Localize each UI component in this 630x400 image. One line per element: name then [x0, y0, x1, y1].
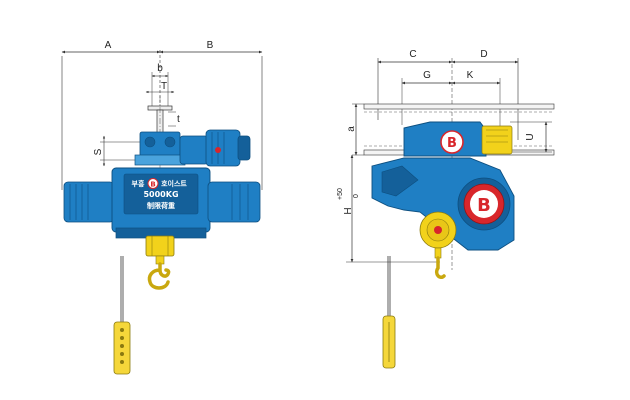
- hook-block: [145, 235, 175, 290]
- front-view: A B b T t S: [61, 40, 263, 375]
- dimension-U: U: [510, 121, 552, 153]
- dimension-G: G: [401, 70, 453, 125]
- nameplate-logo-letter: B: [150, 181, 155, 189]
- dim-A-label: A: [105, 40, 112, 51]
- nameplate-rated-load: 制限荷重: [147, 201, 175, 210]
- hook-icon: [147, 262, 171, 290]
- side-hook-icon: [434, 256, 446, 280]
- dimension-A: A: [61, 40, 161, 190]
- dim-G-label: G: [423, 70, 431, 81]
- dim-S-label: S: [93, 148, 104, 155]
- nameplate-brand-right: 호이스트: [161, 179, 187, 188]
- trolley-logo-letter: B: [447, 136, 457, 151]
- dimension-t: t: [168, 111, 180, 127]
- travel-motor: [179, 129, 251, 167]
- dim-b-label: b: [157, 63, 163, 74]
- dim-C-label: C: [409, 49, 416, 60]
- dim-B-label: B: [207, 40, 214, 51]
- nameplate-logo-icon: [147, 178, 159, 189]
- dim-D-label: D: [480, 49, 487, 60]
- side-pendant-control: [382, 256, 396, 369]
- dim-H-label: H: [343, 207, 354, 214]
- trolley-logo-icon: [440, 130, 464, 154]
- dimension-a: a: [346, 103, 364, 156]
- dim-T-label: T: [161, 81, 167, 92]
- side-view: C D G K a: [337, 49, 555, 369]
- pendant-control: [113, 256, 131, 375]
- nameplate-capacity: 5000KG: [143, 190, 178, 199]
- dimension-K: K: [451, 70, 501, 130]
- hoist-logo-letter: B: [477, 195, 491, 216]
- nameplate: 부흥 B 호이스트 5000KG 制限荷重: [123, 173, 199, 215]
- dimension-H: H +50 0: [337, 154, 440, 263]
- nameplate-brand-left: 부흥: [132, 179, 145, 188]
- trolley: [134, 131, 186, 166]
- dim-K-label: K: [467, 70, 474, 81]
- dim-H-zero: 0: [353, 194, 360, 198]
- dim-t-label: t: [177, 114, 180, 125]
- dim-H-plus: +50: [337, 188, 344, 200]
- dimension-B: B: [159, 40, 263, 190]
- side-hook-block: [419, 211, 457, 280]
- hoist-logo-icon: [470, 190, 498, 218]
- dimension-T: T: [145, 81, 175, 94]
- dimension-D: D: [451, 49, 519, 140]
- dimension-b: b: [151, 63, 169, 108]
- dim-U-label: U: [525, 133, 536, 140]
- side-hoist-body: B: [371, 157, 515, 251]
- dim-a-label: a: [346, 126, 357, 132]
- side-trolley: B: [403, 121, 513, 157]
